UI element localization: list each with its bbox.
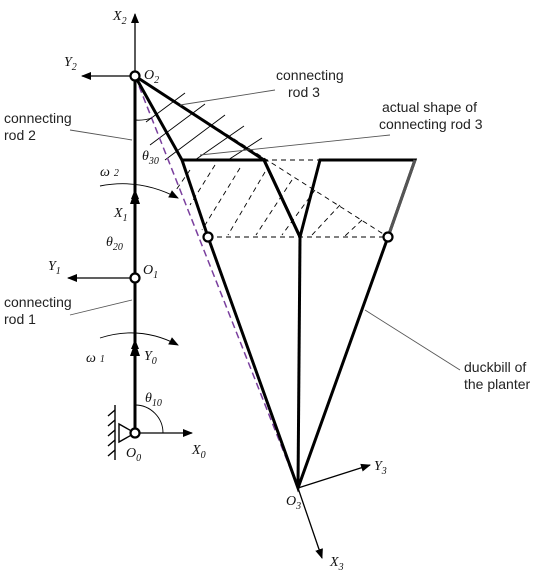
label-duckbill: duckbill of the planter [464,359,530,392]
symbol-x2: X2 [112,9,127,27]
symbol-x0: X0 [191,443,206,461]
symbol-o1: O1 [143,263,158,281]
label-connecting-rod-1: connecting rod 1 [4,294,76,327]
pin-left-duckbill [202,231,214,243]
label-actual-shape: actual shape of connecting rod 3 [379,99,483,132]
pin-o0 [129,427,141,439]
symbol-x3: X3 [329,555,344,573]
symbol-theta30: θ30 [142,149,159,167]
symbol-o3: O3 [286,494,301,512]
label-connecting-rod-3: connecting rod 3 [276,67,348,100]
symbol-y0: Y0 [144,349,157,367]
symbol-theta20: θ20 [106,235,123,253]
symbol-o0: O0 [126,446,141,464]
theta30-arc [134,117,153,121]
y0-arrowhead [130,342,140,356]
symbol-o2: O2 [144,68,159,86]
symbol-x1: X1 [113,206,128,224]
connecting-rod-3 [133,74,270,162]
pin-right-duckbill [382,231,394,243]
leader-lines [69,89,461,371]
label-connecting-rod-2: connecting rod 2 [4,110,76,143]
omega2-arc [99,183,179,199]
symbol-y2: Y2 [64,55,77,73]
y3-axis-arrow [297,463,371,489]
o2-o3-dashed-line [134,75,299,489]
ground-support [107,405,137,460]
omega1-arc [99,332,179,346]
pin-o1 [129,272,141,284]
symbol-theta10: θ10 [145,391,162,409]
pin-o2 [129,70,141,82]
symbol-y1: Y1 [48,259,61,277]
x1-arrowhead [130,190,140,204]
x3-axis-arrow [297,487,323,559]
duckbill [180,158,418,493]
symbol-y3: Y3 [374,459,387,477]
theta10-arc [134,404,164,434]
